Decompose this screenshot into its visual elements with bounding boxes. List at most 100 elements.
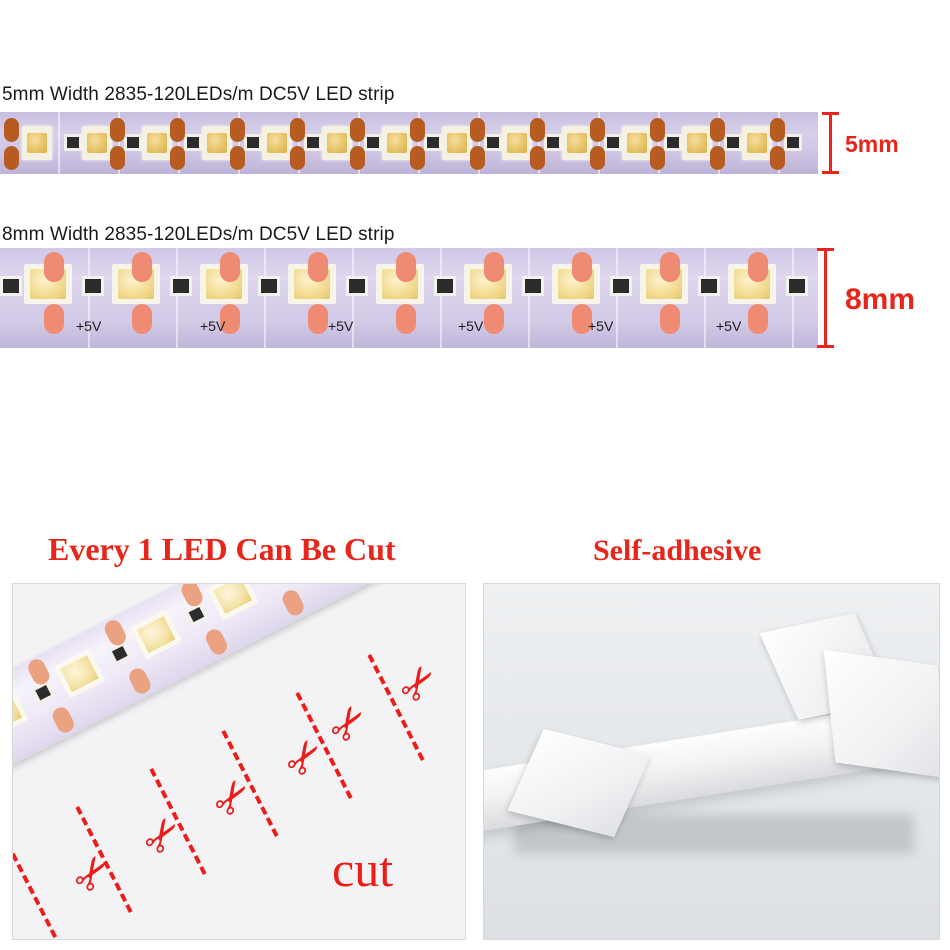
- pcb-trace: [118, 112, 120, 174]
- resistor: [522, 276, 544, 296]
- led-chip: [382, 126, 412, 160]
- solder-pad: [44, 252, 64, 282]
- resistor: [786, 276, 808, 296]
- voltage-marking: +5V: [716, 318, 742, 334]
- resistor: [82, 276, 104, 296]
- pcb-trace: [598, 112, 600, 174]
- resistor: [0, 276, 22, 296]
- pcb-trace: [88, 248, 90, 348]
- solder-pad: [290, 118, 305, 142]
- dimension-label-5mm: 5mm: [845, 131, 899, 157]
- pcb-trace: [658, 112, 660, 174]
- voltage-marking: +5V: [458, 318, 484, 334]
- resistor: [244, 134, 262, 151]
- solder-pad: [350, 146, 365, 170]
- resistor: [698, 276, 720, 296]
- resistor: [184, 602, 209, 627]
- scissors-icon: ✂: [132, 807, 194, 865]
- solder-pad: [650, 118, 665, 142]
- resistor: [544, 134, 562, 151]
- led-chip: [112, 264, 160, 304]
- solder-pad: [132, 304, 152, 334]
- pcb-trace: [440, 248, 442, 348]
- solder-pad: [290, 146, 305, 170]
- pcb-trace: [538, 112, 540, 174]
- scissors-icon: ✂: [62, 845, 124, 903]
- led-strip-8mm-image: +5V +5V +5V +5V +5V +5V: [0, 248, 818, 348]
- solder-pad: [203, 626, 230, 658]
- solder-pad: [710, 146, 725, 170]
- panel-heading-adhesive: Self-adhesive: [593, 534, 762, 567]
- led-chip: [202, 126, 232, 160]
- led-chip: [742, 126, 772, 160]
- resistor: [424, 134, 442, 151]
- pcb-trace: [616, 248, 618, 348]
- solder-pad: [470, 146, 485, 170]
- pcb-trace: [778, 112, 780, 174]
- solder-pad: [530, 146, 545, 170]
- led-chip: [682, 126, 712, 160]
- solder-pad: [572, 252, 592, 282]
- resistor: [484, 134, 502, 151]
- voltage-marking: +5V: [328, 318, 354, 334]
- solder-pad: [308, 304, 328, 334]
- dimension-cap-bottom-5mm: [822, 171, 839, 174]
- solder-pad: [4, 146, 19, 170]
- resistor: [784, 134, 802, 151]
- led-chip: [82, 126, 112, 160]
- solder-pad: [396, 304, 416, 334]
- spec-title-5mm: 5mm Width 2835-120LEDs/m DC5V LED strip: [2, 84, 395, 105]
- solder-pad: [308, 252, 328, 282]
- led-chip: [262, 126, 292, 160]
- led-chip: [13, 687, 29, 738]
- pcb-trace: [298, 112, 300, 174]
- resistor: [610, 276, 632, 296]
- led-chip: [130, 609, 183, 660]
- led-chip: [502, 126, 532, 160]
- pcb-trace: [352, 248, 354, 348]
- solder-pad: [44, 304, 64, 334]
- solder-pad: [748, 304, 768, 334]
- solder-pad: [220, 252, 240, 282]
- dimension-line-5mm: [829, 112, 832, 174]
- solder-pad: [484, 304, 504, 334]
- led-chip: [562, 126, 592, 160]
- scissors-icon: ✂: [388, 655, 450, 713]
- solder-pad: [660, 304, 680, 334]
- pcb-trace: [58, 112, 60, 174]
- voltage-marking: +5V: [76, 318, 102, 334]
- solder-pad: [49, 704, 77, 736]
- led-chip: [53, 648, 106, 699]
- voltage-marking: +5V: [588, 318, 614, 334]
- resistor: [346, 276, 368, 296]
- pcb-trace: [176, 248, 178, 348]
- solder-pad: [710, 118, 725, 142]
- solder-pad: [650, 146, 665, 170]
- solder-pad: [410, 146, 425, 170]
- cut-line: [13, 842, 63, 939]
- pcb-trace: [238, 112, 240, 174]
- pcb-trace: [478, 112, 480, 174]
- led-chip: [206, 584, 259, 621]
- resistor: [261, 584, 285, 588]
- strip-8mm-surface: +5V +5V +5V +5V +5V +5V: [0, 248, 818, 348]
- led-chip: [322, 126, 352, 160]
- solder-pad: [590, 118, 605, 142]
- solder-pad: [220, 304, 240, 334]
- solder-pad: [132, 252, 152, 282]
- solder-pad: [4, 118, 19, 142]
- pcb-trace: [358, 112, 360, 174]
- resistor: [184, 134, 202, 151]
- resistor: [170, 276, 192, 296]
- solder-pad: [590, 146, 605, 170]
- solder-pad: [748, 252, 768, 282]
- solder-pad: [484, 252, 504, 282]
- solder-pad: [110, 118, 125, 142]
- pcb-trace: [528, 248, 530, 348]
- scissors-icon: ✂: [202, 769, 264, 827]
- dimension-cap-bottom-8mm: [817, 345, 834, 348]
- voltage-marking: +5V: [200, 318, 226, 334]
- solder-pad: [660, 252, 680, 282]
- resistor: [604, 134, 622, 151]
- solder-pad: [770, 118, 785, 142]
